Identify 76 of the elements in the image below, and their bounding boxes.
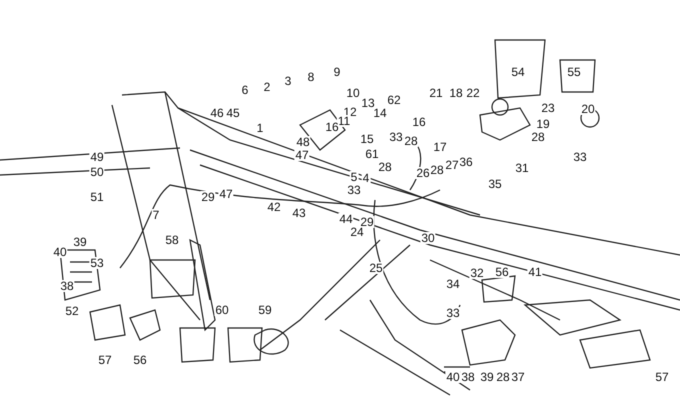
callout-number: 54 (510, 66, 526, 78)
callout-number: 32 (469, 267, 485, 279)
callout-number: 1 (256, 122, 264, 134)
callout-number: 37 (510, 371, 526, 383)
callout-number: 15 (359, 133, 375, 145)
callout-number: 39 (479, 371, 495, 383)
callout-number: 34 (445, 278, 461, 290)
callout-number: 56 (132, 354, 148, 366)
callout-number: 33 (572, 151, 588, 163)
callout-number: 13 (360, 97, 376, 109)
callout-number: 28 (377, 161, 393, 173)
callout-number: 7 (152, 209, 160, 221)
callout-number: 57 (654, 371, 670, 383)
callout-number: 59 (257, 304, 273, 316)
callout-number: 53 (89, 257, 105, 269)
callout-number: 28 (403, 135, 419, 147)
callout-number: 20 (580, 103, 596, 115)
callout-number: 40 (52, 246, 68, 258)
callout-number: 41 (527, 266, 543, 278)
callout-number: 39 (72, 236, 88, 248)
callout-number: 8 (306, 71, 316, 83)
callout-number: 31 (514, 162, 530, 174)
callout-number: 17 (432, 141, 448, 153)
callout-number: 33 (388, 131, 404, 143)
callout-number: 33 (445, 307, 461, 319)
callout-number: 10 (345, 87, 361, 99)
callout-number: 22 (465, 87, 481, 99)
callout-number: 9 (332, 66, 342, 78)
callout-number: 40 (445, 371, 461, 383)
callout-number: 47 (218, 188, 234, 200)
callout-number: 28 (495, 371, 511, 383)
callout-number: 6 (240, 84, 250, 96)
callout-number: 16 (411, 116, 427, 128)
callout-number: 11 (336, 115, 352, 127)
callout-number: 55 (566, 66, 582, 78)
callout-number: 26 (415, 167, 431, 179)
callout-number: 16 (324, 121, 340, 133)
callout-number: 38 (460, 371, 476, 383)
callout-number: 62 (386, 94, 402, 106)
callout-number: 56 (494, 266, 510, 278)
callout-number: 28 (429, 164, 445, 176)
callout-number: 45 (225, 107, 241, 119)
callout-number: 35 (487, 178, 503, 190)
callout-number: 49 (89, 151, 105, 163)
callout-number: 5 (350, 171, 358, 183)
callout-number: 3 (284, 75, 292, 87)
callout-number: 42 (266, 201, 282, 213)
callout-number: 50 (89, 166, 105, 178)
callout-number: 38 (59, 280, 75, 292)
callout-number: 46 (209, 107, 225, 119)
callout-number: 44 (338, 213, 354, 225)
callout-number: 18 (448, 87, 464, 99)
callout-number: 4 (362, 172, 370, 184)
callout-number: 27 (444, 159, 460, 171)
callout-number: 48 (295, 136, 311, 148)
callout-number: 57 (97, 354, 113, 366)
callout-number: 30 (420, 232, 436, 244)
callout-number: 14 (372, 107, 388, 119)
callout-number: 51 (89, 191, 105, 203)
callout-number: 33 (346, 184, 362, 196)
callout-number: 2 (262, 81, 272, 93)
callout-number: 60 (214, 304, 230, 316)
callout-number: 58 (164, 234, 180, 246)
callout-number: 25 (368, 262, 384, 274)
callout-number: 29 (200, 191, 216, 203)
callout-number: 43 (291, 207, 307, 219)
callout-number: 19 (535, 118, 551, 130)
callout-number: 36 (458, 156, 474, 168)
callout-number: 61 (364, 148, 380, 160)
callout-number: 28 (530, 131, 546, 143)
callout-number: 52 (64, 305, 80, 317)
callout-number: 23 (540, 102, 556, 114)
callout-number: 24 (349, 226, 365, 238)
callout-number: 47 (294, 149, 310, 161)
callout-number: 21 (428, 87, 444, 99)
callout-number: 29 (359, 216, 375, 228)
